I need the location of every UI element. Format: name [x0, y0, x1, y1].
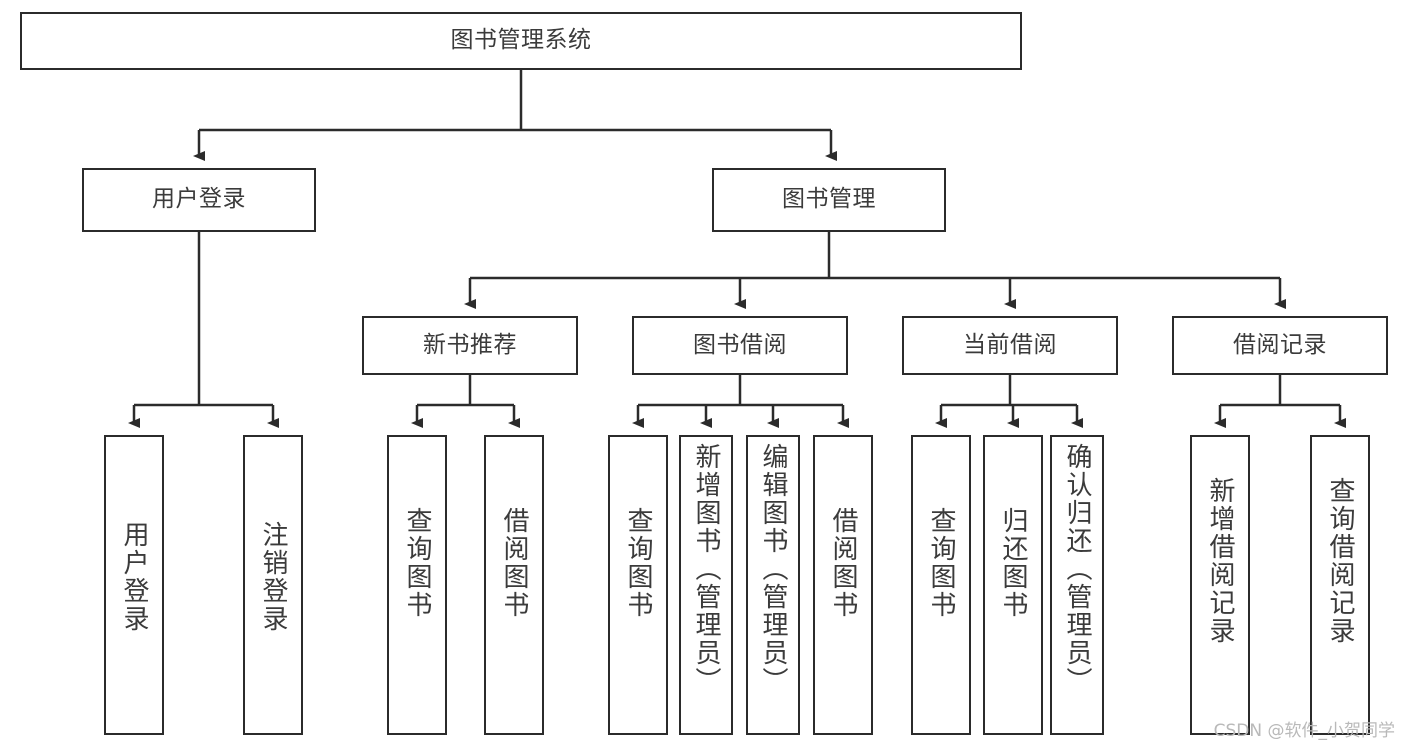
node-leaf-add-book[interactable]: 新增图书（管理员）	[679, 435, 733, 735]
node-leaf-query-book-2-label: 查询图书	[623, 507, 653, 619]
node-leaf-query-book-3-label: 查询图书	[926, 507, 956, 619]
node-leaf-query-book-3[interactable]: 查询图书	[911, 435, 971, 735]
node-new-book-rec[interactable]: 新书推荐	[362, 316, 578, 375]
node-leaf-confirm-return-label: 确认归还（管理员）	[1062, 443, 1092, 695]
node-leaf-query-book-2[interactable]: 查询图书	[608, 435, 668, 735]
node-book-borrow[interactable]: 图书借阅	[632, 316, 848, 375]
node-leaf-confirm-return[interactable]: 确认归还（管理员）	[1050, 435, 1104, 735]
node-leaf-user-login[interactable]: 用户登录	[104, 435, 164, 735]
node-leaf-edit-book[interactable]: 编辑图书（管理员）	[746, 435, 800, 735]
node-leaf-borrow-book-1[interactable]: 借阅图书	[484, 435, 544, 735]
node-leaf-add-record[interactable]: 新增借阅记录	[1190, 435, 1250, 735]
node-leaf-add-record-label: 新增借阅记录	[1205, 477, 1235, 645]
node-user-login[interactable]: 用户登录	[82, 168, 316, 232]
node-root-label: 图书管理系统	[450, 27, 592, 54]
node-borrow-record-label: 借阅记录	[1233, 331, 1327, 358]
node-leaf-borrow-book-1-label: 借阅图书	[499, 507, 529, 619]
node-leaf-user-login-label: 用户登录	[119, 521, 149, 633]
node-book-manage-label: 图书管理	[782, 186, 876, 213]
node-leaf-user-logout[interactable]: 注销登录	[243, 435, 303, 735]
node-leaf-user-logout-label: 注销登录	[258, 521, 288, 633]
node-new-book-rec-label: 新书推荐	[423, 331, 517, 358]
node-current-borrow-label: 当前借阅	[963, 331, 1057, 358]
node-leaf-return-book[interactable]: 归还图书	[983, 435, 1043, 735]
node-borrow-record[interactable]: 借阅记录	[1172, 316, 1388, 375]
node-leaf-return-book-label: 归还图书	[998, 507, 1028, 619]
node-leaf-add-book-label: 新增图书（管理员）	[691, 443, 721, 695]
node-leaf-borrow-book-2[interactable]: 借阅图书	[813, 435, 873, 735]
node-root[interactable]: 图书管理系统	[20, 12, 1022, 70]
node-book-manage[interactable]: 图书管理	[712, 168, 946, 232]
node-current-borrow[interactable]: 当前借阅	[902, 316, 1118, 375]
node-leaf-edit-book-label: 编辑图书（管理员）	[758, 443, 788, 695]
node-leaf-query-record-label: 查询借阅记录	[1325, 477, 1355, 645]
node-leaf-borrow-book-2-label: 借阅图书	[828, 507, 858, 619]
node-leaf-query-book-1[interactable]: 查询图书	[387, 435, 447, 735]
node-leaf-query-record[interactable]: 查询借阅记录	[1310, 435, 1370, 735]
node-user-login-label: 用户登录	[152, 186, 246, 213]
csdn-watermark: CSDN @软件_小贺同学	[1213, 721, 1395, 741]
node-book-borrow-label: 图书借阅	[693, 331, 787, 358]
node-leaf-query-book-1-label: 查询图书	[402, 507, 432, 619]
